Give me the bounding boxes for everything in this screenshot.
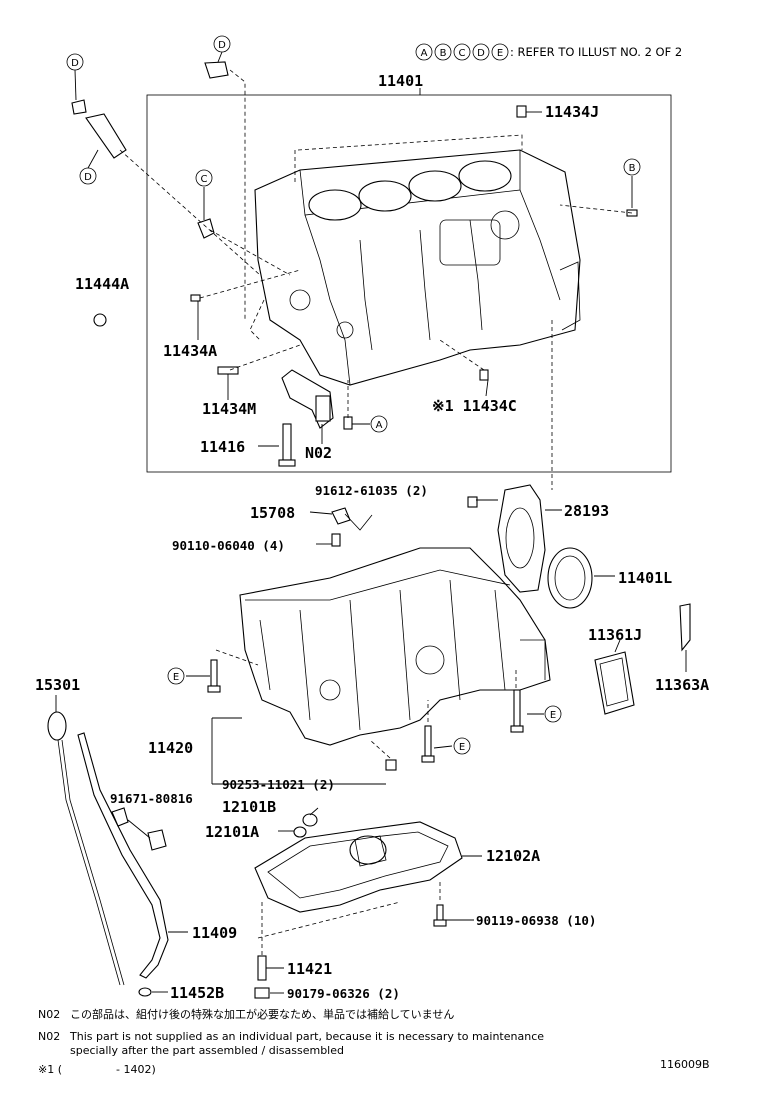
ref-circle-d bbox=[472, 43, 490, 61]
crankcase-bolts bbox=[186, 649, 544, 785]
label-90119-06938[interactable]: 90119-06938 (10) bbox=[476, 913, 596, 928]
upper-part-numbers: 11401 11434J 11444A 11434A 11434M ※1 114… bbox=[75, 72, 599, 462]
upper-callouts: D D D C B A bbox=[66, 35, 641, 433]
label-15301[interactable]: 15301 bbox=[35, 676, 80, 694]
label-11363a[interactable]: 11363A bbox=[655, 676, 709, 694]
callout-e-mid: E bbox=[459, 742, 465, 753]
lower-callouts: E E E bbox=[167, 667, 562, 755]
note-n02-en-text: This part is not supplied as an individu… bbox=[70, 1030, 545, 1043]
oil-pan-drawing bbox=[254, 807, 482, 999]
label-91612-61035[interactable]: 91612-61035 (2) bbox=[315, 483, 428, 498]
lower-part-numbers: 91612-61035 (2) 28193 15708 90110-06040 … bbox=[35, 483, 709, 1002]
rear-seal-parts bbox=[467, 484, 691, 715]
label-11434c[interactable]: ※1 11434C bbox=[432, 397, 517, 415]
ref-letter-d: D bbox=[477, 48, 485, 59]
label-11401l[interactable]: 11401L bbox=[618, 569, 672, 587]
label-11434j[interactable]: 11434J bbox=[545, 103, 599, 121]
note-n02-en-tag: N02 bbox=[38, 1030, 61, 1043]
upper-small-parts bbox=[71, 61, 638, 467]
label-11444a[interactable]: 11444A bbox=[75, 275, 129, 293]
cylinder-block-drawing bbox=[254, 134, 581, 386]
callout-d-left: D bbox=[71, 58, 79, 69]
label-90179-06326[interactable]: 90179-06326 (2) bbox=[287, 986, 400, 1001]
diagram-id: 116009B bbox=[660, 1058, 710, 1071]
label-11420[interactable]: 11420 bbox=[148, 739, 193, 757]
oil-pipe-15708 bbox=[309, 507, 373, 547]
ref-circle-c bbox=[453, 43, 471, 61]
ref-circle-e bbox=[491, 43, 509, 61]
ref-circle-a bbox=[415, 43, 433, 61]
callout-c: C bbox=[201, 174, 208, 185]
dipstick-drawing bbox=[47, 695, 188, 997]
label-11361j[interactable]: 11361J bbox=[588, 626, 642, 644]
upper-leaders bbox=[74, 51, 633, 447]
label-11421[interactable]: 11421 bbox=[287, 960, 332, 978]
bearing-cap-drawing bbox=[281, 369, 334, 429]
block-group-frame bbox=[146, 94, 672, 473]
label-12101a[interactable]: 12101A bbox=[205, 823, 259, 841]
note-n02-jp-text: この部品は、組付け後の特殊な加工が必要なため、単品では補給していません bbox=[70, 1008, 455, 1021]
label-11401[interactable]: 11401 bbox=[378, 72, 423, 90]
callout-d-lower: D bbox=[84, 172, 92, 183]
crankcase-drawing bbox=[239, 547, 551, 746]
note-n02-jp-tag: N02 bbox=[38, 1008, 61, 1021]
refer-text: : REFER TO ILLUST NO. 2 OF 2 bbox=[510, 45, 682, 59]
label-11409[interactable]: 11409 bbox=[192, 924, 237, 942]
ref-letter-c: C bbox=[459, 48, 466, 59]
label-91671-80816[interactable]: 91671-80816 bbox=[110, 791, 193, 806]
label-15708[interactable]: 15708 bbox=[250, 504, 295, 522]
label-12101b[interactable]: 12101B bbox=[222, 798, 276, 816]
callout-d-top: D bbox=[218, 40, 226, 51]
callout-e-left: E bbox=[173, 672, 179, 683]
label-90110-06040[interactable]: 90110-06040 (4) bbox=[172, 538, 285, 553]
label-28193[interactable]: 28193 bbox=[564, 502, 609, 520]
note-n02-en-text-2: specially after the part assembled / dis… bbox=[70, 1044, 344, 1057]
ref-letter-a: A bbox=[421, 48, 428, 59]
label-11452b[interactable]: 11452B bbox=[170, 984, 224, 1002]
reference-legend: A B C D E : REFER TO ILLUST NO. 2 OF 2 bbox=[415, 43, 682, 61]
callout-e-right: E bbox=[550, 710, 556, 721]
ref-letter-b: B bbox=[440, 48, 447, 59]
label-11416[interactable]: 11416 bbox=[200, 438, 245, 456]
label-11434m[interactable]: 11434M bbox=[202, 400, 256, 418]
label-n02[interactable]: N02 bbox=[305, 444, 332, 462]
ref-circle-b bbox=[434, 43, 452, 61]
note-ref1-text: - 1402) bbox=[116, 1063, 156, 1076]
note-ref1-tag: ※1 ( bbox=[38, 1063, 63, 1076]
label-12102a[interactable]: 12102A bbox=[486, 847, 540, 865]
label-90253-11021[interactable]: 90253-11021 (2) bbox=[222, 777, 335, 792]
ref-letter-e: E bbox=[497, 48, 503, 59]
upper-assembly-lines bbox=[119, 69, 633, 490]
label-11434a[interactable]: 11434A bbox=[163, 342, 217, 360]
callout-a: A bbox=[376, 420, 383, 431]
callout-b: B bbox=[629, 163, 636, 174]
